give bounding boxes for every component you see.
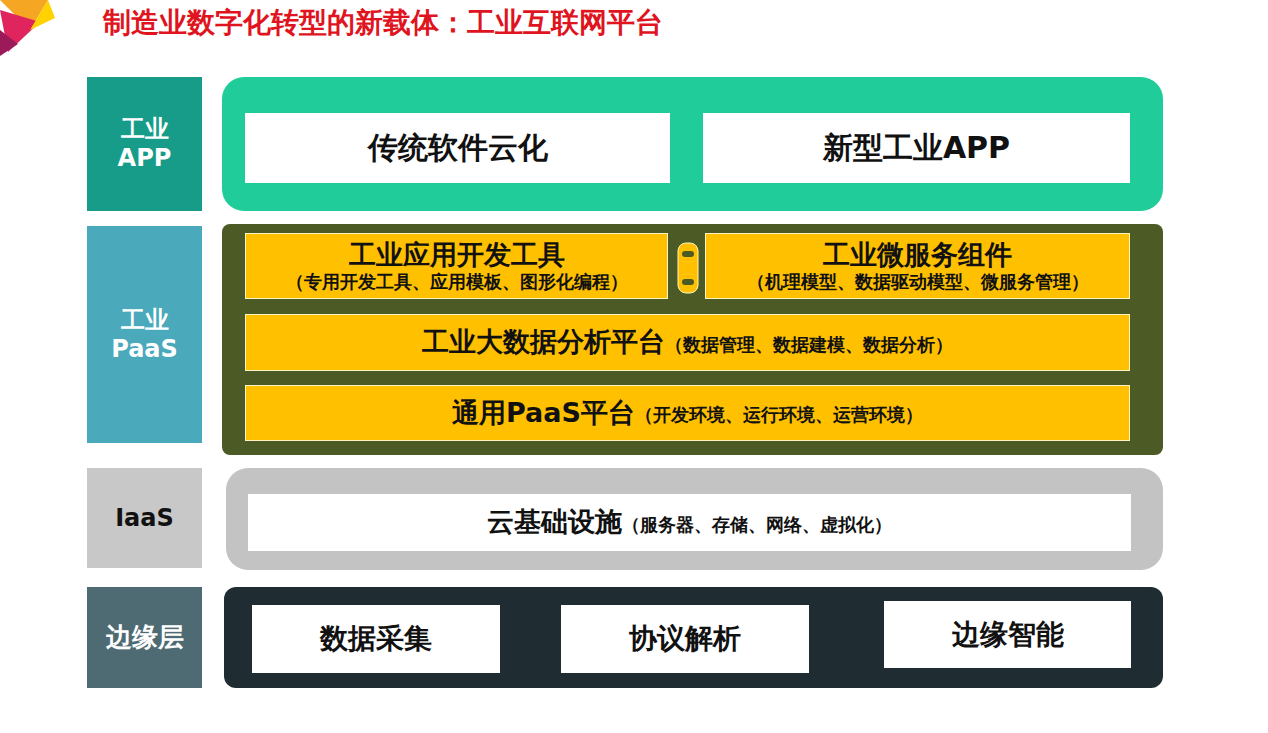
module-box: 边缘智能 xyxy=(884,601,1131,668)
box-title: 工业 PaaS xyxy=(105,306,185,364)
corner-triangle xyxy=(30,0,55,30)
box-title: 工业微服务组件 xyxy=(823,239,1012,271)
layer-label: 边缘层 xyxy=(87,587,202,688)
link-icon xyxy=(676,241,700,295)
module-box: 云基础设施（服务器、存储、网络、虚拟化） xyxy=(248,494,1131,551)
box-title: 传统软件云化 xyxy=(368,130,548,166)
box-title: 边缘智能 xyxy=(952,618,1064,652)
module-box: 新型工业APP xyxy=(703,113,1130,183)
box-title: 云基础设施 xyxy=(487,506,622,538)
box-subtitle: （服务器、存储、网络、虚拟化） xyxy=(622,514,892,536)
module-box: 工业微服务组件（机理模型、数据驱动模型、微服务管理） xyxy=(705,233,1130,299)
box-subtitle: （开发环境、运行环境、运营环境） xyxy=(635,404,923,426)
layer-label: IaaS xyxy=(87,468,202,568)
box-title: IaaS xyxy=(115,504,174,533)
layer-band: 云基础设施（服务器、存储、网络、虚拟化） xyxy=(226,468,1163,570)
box-title: 工业大数据分析平台 xyxy=(422,326,665,358)
module-box: 传统软件云化 xyxy=(245,113,670,183)
layer-band: 数据采集 协议解析 边缘智能 xyxy=(224,587,1163,688)
box-title: 工业 APP xyxy=(110,115,180,173)
slide-title: 制造业数字化转型的新载体：工业互联网平台 xyxy=(103,4,663,42)
module-box: 工业应用开发工具（专用开发工具、应用模板、图形化编程） xyxy=(245,233,668,299)
box-subtitle: （机理模型、数据驱动模型、微服务管理） xyxy=(747,271,1089,293)
box-title: 新型工业APP xyxy=(823,130,1010,166)
box-title: 工业应用开发工具 xyxy=(349,239,565,271)
box-title: 通用PaaS平台 xyxy=(452,397,635,429)
module-box: 协议解析 xyxy=(561,605,809,673)
layer-band: 传统软件云化 新型工业APP xyxy=(222,77,1163,211)
corner-triangle xyxy=(0,30,18,56)
module-box: 数据采集 xyxy=(252,605,500,673)
box-subtitle: （数据管理、数据建模、数据分析） xyxy=(665,334,953,356)
box-subtitle: （专用开发工具、应用模板、图形化编程） xyxy=(286,271,628,293)
layer-band: 工业应用开发工具（专用开发工具、应用模板、图形化编程） 工业微服务组件（机理模型、… xyxy=(222,224,1163,455)
module-box: 工业大数据分析平台（数据管理、数据建模、数据分析） xyxy=(245,314,1130,371)
layer-label: 工业 PaaS xyxy=(87,226,202,443)
box-title: 边缘层 xyxy=(106,622,184,653)
module-box: 通用PaaS平台（开发环境、运行环境、运营环境） xyxy=(245,385,1130,441)
box-title: 数据采集 xyxy=(320,622,432,656)
box-title: 协议解析 xyxy=(629,622,741,656)
layer-label: 工业 APP xyxy=(87,77,202,211)
